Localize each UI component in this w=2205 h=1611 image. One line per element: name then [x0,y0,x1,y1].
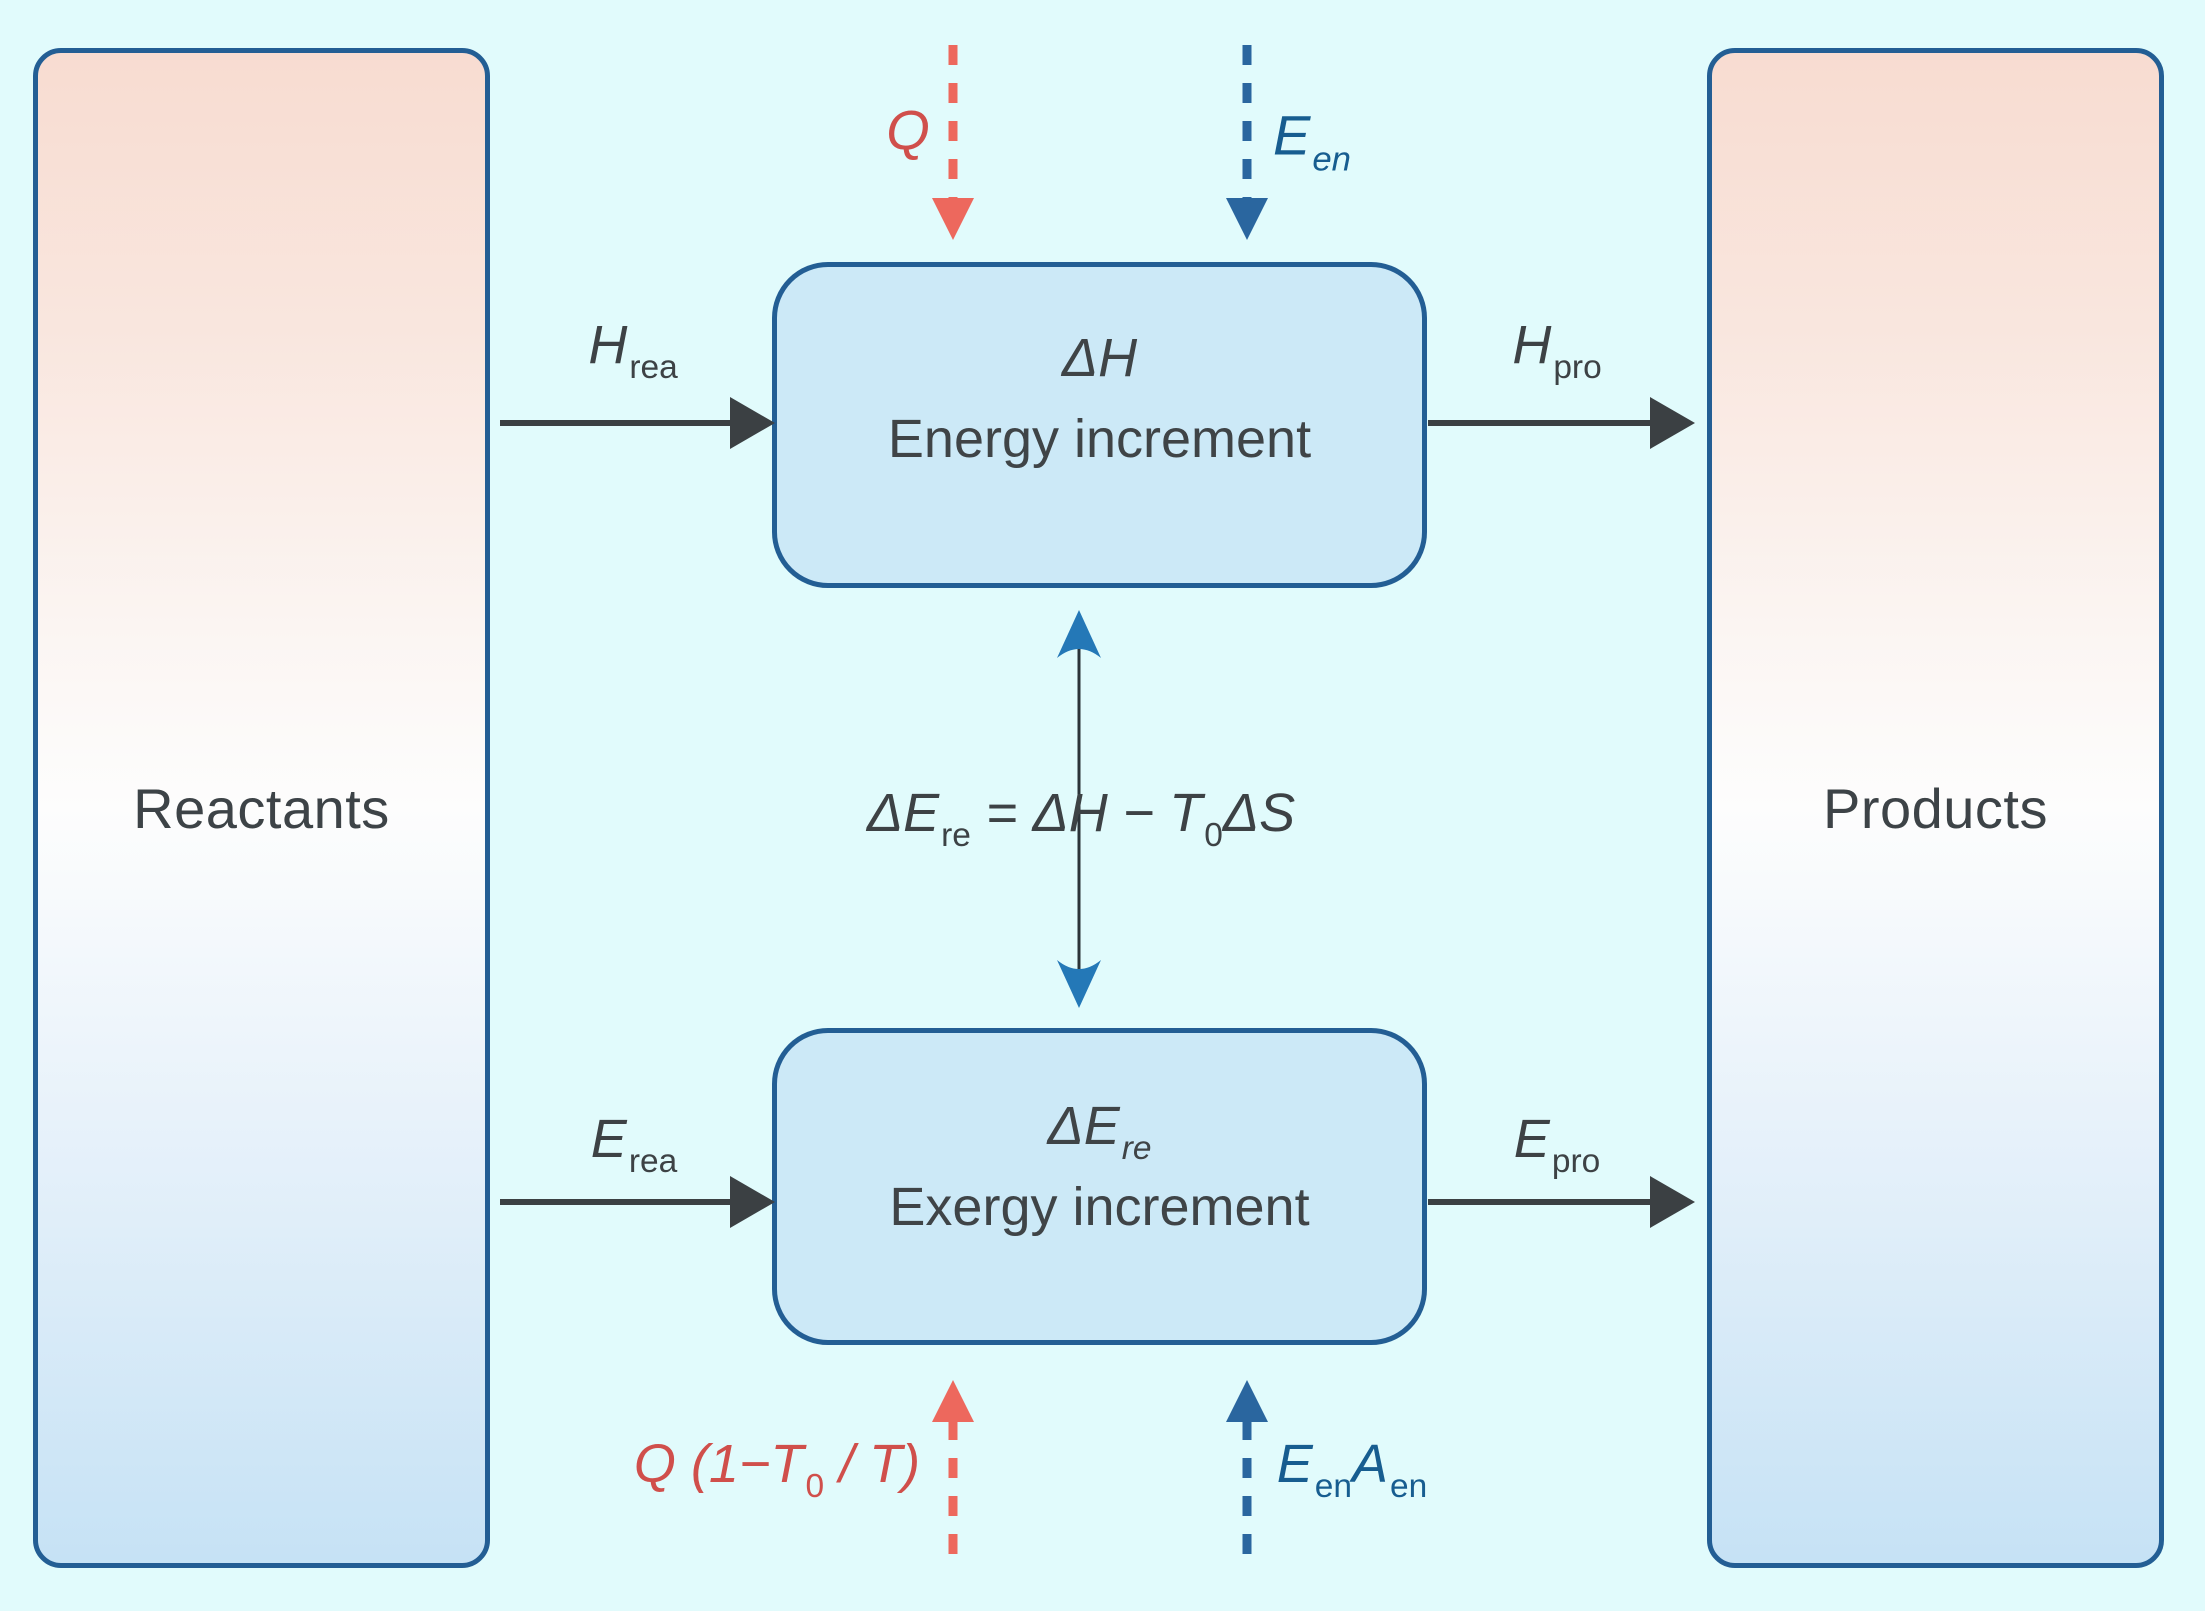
heat-in-label: Q [886,98,930,162]
e-rea-arrow [500,1176,775,1228]
products-label: Products [1823,776,2048,840]
h-pro-label: Hpro [1512,315,1602,387]
energy-increment-box: ΔH Energy increment [772,262,1427,588]
energy-box-caption: Energy increment [887,409,1312,469]
reactants-label: Reactants [133,776,390,840]
exergy-formula: ΔEre = ΔH − T0ΔS [866,783,1296,855]
e-pro-label: Epro [1513,1109,1601,1181]
energy-carrier-out-arrow [1226,1380,1268,1570]
energy-carrier-in-label: Een [1273,103,1351,179]
exergy-box-symbol: ΔEre [1047,1095,1152,1167]
energy-carrier-out-label: EenAen [1276,1434,1428,1506]
exergy-increment-box: ΔEre Exergy increment [772,1028,1427,1345]
e-rea-label: Erea [590,1109,678,1181]
exergy-box-caption: Exergy increment [889,1176,1310,1237]
energy-box-symbol: ΔH [1061,328,1138,388]
h-rea-label: Hrea [588,315,678,387]
e-pro-arrow [1428,1176,1695,1228]
products-box: Products [1707,48,2164,1568]
reactants-box: Reactants [33,48,490,1568]
h-rea-arrow [500,397,775,449]
h-pro-arrow [1428,397,1695,449]
heat-out-arrow [932,1380,974,1570]
heat-out-label: Q (1−T0 / T) [633,1434,921,1506]
energy-carrier-in-arrow [1226,45,1268,240]
heat-in-arrow [932,45,974,240]
